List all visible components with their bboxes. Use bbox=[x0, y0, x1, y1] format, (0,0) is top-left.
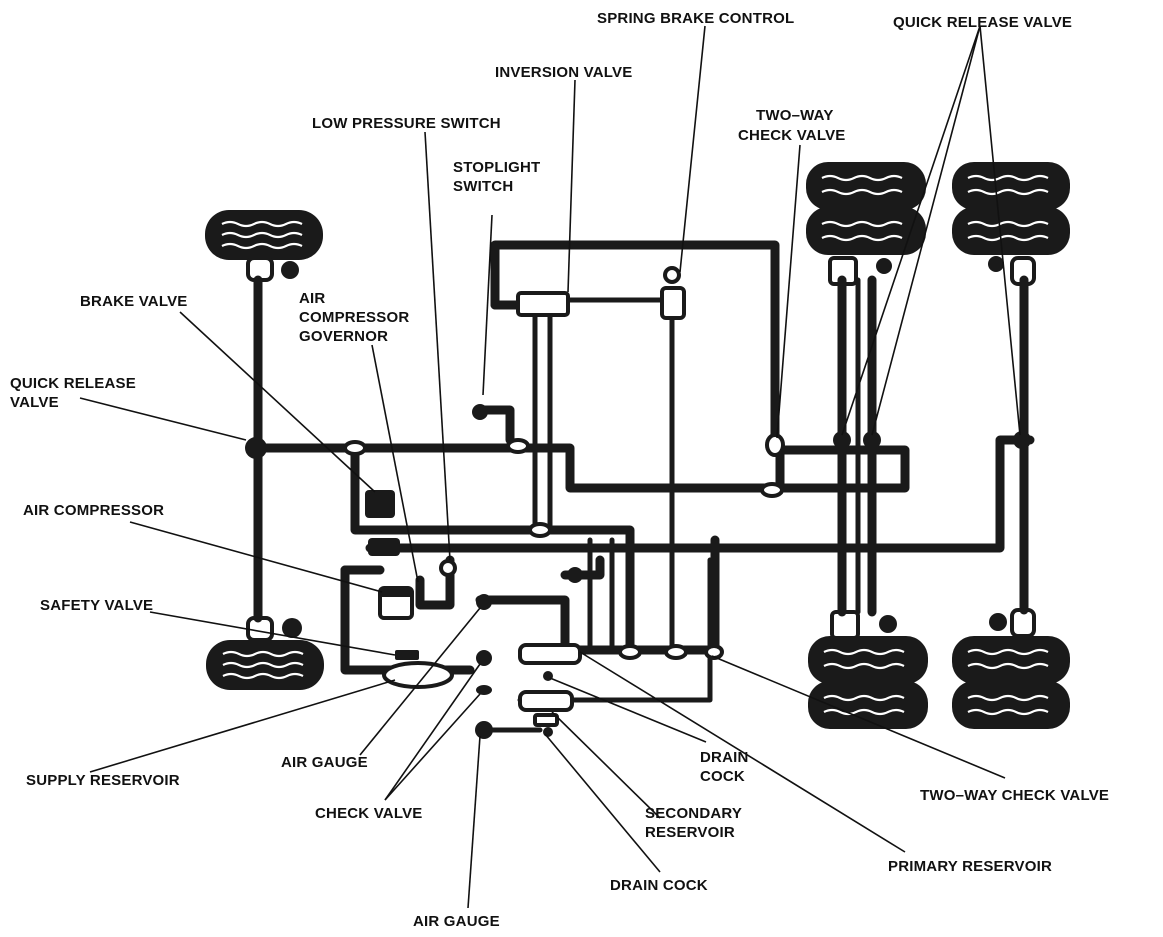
rear-right-inner-tire bbox=[808, 636, 928, 729]
label-two-way-check-valve-top-line2: CHECK VALVE bbox=[738, 127, 846, 144]
label-secondary-reservoir-line1: SECONDARY bbox=[645, 805, 742, 822]
label-drain-cock-1-line1: DRAIN bbox=[700, 749, 749, 766]
label-low-pressure-switch: LOW PRESSURE SWITCH bbox=[312, 115, 501, 132]
label-stoplight-switch-line1: STOPLIGHT bbox=[453, 159, 540, 176]
label-quick-release-valve-left-line1: QUICK RELEASE bbox=[10, 375, 136, 392]
label-air-compressor-governor-line1: AIR bbox=[299, 290, 325, 307]
label-primary-reservoir: PRIMARY RESERVOIR bbox=[888, 858, 1052, 875]
label-two-way-check-valve-top-line1: TWO–WAY bbox=[756, 107, 834, 124]
label-air-gauge-2: AIR GAUGE bbox=[413, 913, 500, 930]
front-right-outer-tire bbox=[952, 162, 1070, 255]
label-supply-reservoir: SUPPLY RESERVOIR bbox=[26, 772, 180, 789]
label-stoplight-switch-line2: SWITCH bbox=[453, 178, 513, 195]
label-quick-release-valve-top: QUICK RELEASE VALVE bbox=[893, 14, 1072, 31]
label-inversion-valve: INVERSION VALVE bbox=[495, 64, 632, 81]
label-drain-cock-2: DRAIN COCK bbox=[610, 877, 708, 894]
label-drain-cock-1-line2: COCK bbox=[700, 768, 745, 785]
label-brake-valve: BRAKE VALVE bbox=[80, 293, 188, 310]
label-check-valve: CHECK VALVE bbox=[315, 805, 423, 822]
front-left-tire bbox=[205, 210, 323, 260]
label-air-compressor: AIR COMPRESSOR bbox=[23, 502, 164, 519]
rear-left-tire bbox=[206, 640, 324, 690]
label-air-compressor-governor-line2: COMPRESSOR bbox=[299, 309, 409, 326]
label-quick-release-valve-left-line2: VALVE bbox=[10, 394, 59, 411]
label-two-way-check-valve-bottom: TWO–WAY CHECK VALVE bbox=[920, 787, 1109, 804]
label-air-compressor-governor-line3: GOVERNOR bbox=[299, 328, 388, 345]
label-secondary-reservoir-line2: RESERVOIR bbox=[645, 824, 735, 841]
rear-right-outer-tire bbox=[952, 636, 1070, 729]
label-air-gauge-1: AIR GAUGE bbox=[281, 754, 368, 771]
label-spring-brake-control: SPRING BRAKE CONTROL bbox=[597, 10, 794, 27]
label-safety-valve: SAFETY VALVE bbox=[40, 597, 153, 614]
